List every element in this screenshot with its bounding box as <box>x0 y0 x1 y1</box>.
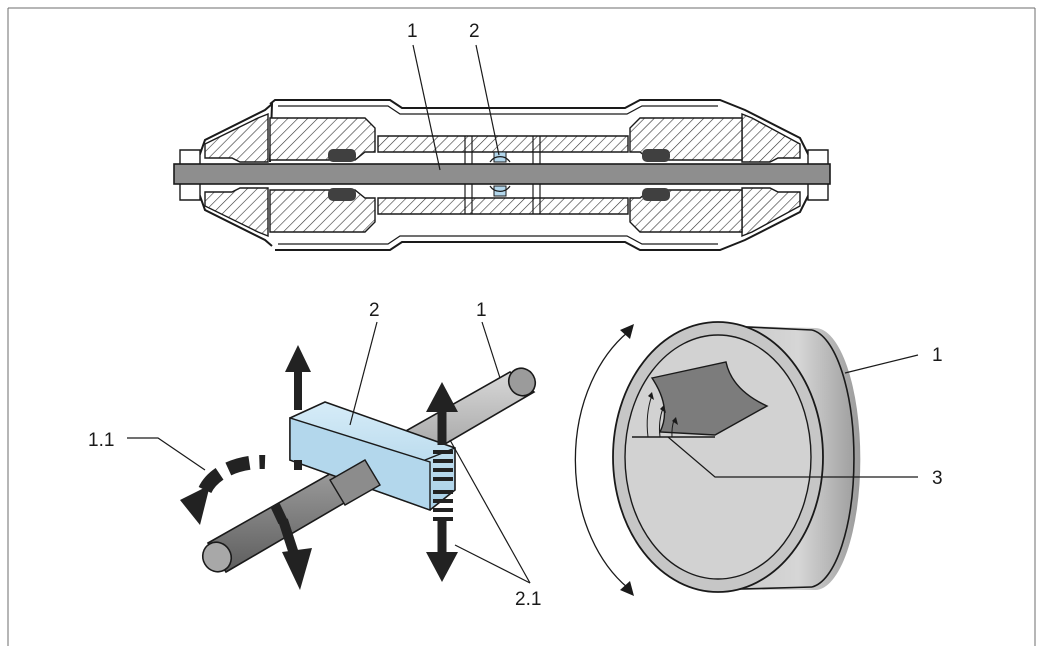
torsion-arrow <box>426 382 458 582</box>
callout-left-1: 1 <box>476 300 501 379</box>
vertical-move-arrow-left <box>285 345 311 470</box>
label-left-2-1: 2.1 <box>515 589 541 610</box>
label-left-1: 1 <box>476 300 487 321</box>
sensor-cross-section <box>173 99 831 251</box>
diagram-frame <box>7 7 1036 646</box>
callout-left-2-1: 2.1 <box>449 439 541 610</box>
callout-right-1: 1 <box>844 345 943 374</box>
label-top-2: 2 <box>469 21 480 42</box>
label-left-2: 2 <box>369 300 380 321</box>
callout-top-2: 2 <box>469 21 500 156</box>
callout-left-2: 2 <box>349 300 380 426</box>
label-top-1: 1 <box>407 21 418 42</box>
tube-cross-section <box>574 321 861 596</box>
callout-left-1-1: 1.1 <box>88 430 206 471</box>
callout-top-1: 1 <box>407 21 441 171</box>
label-right-1: 1 <box>932 345 943 366</box>
label-right-3: 3 <box>932 468 943 489</box>
label-left-1-1: 1.1 <box>88 430 114 451</box>
rod-magnet-illustration <box>180 345 537 590</box>
rotation-arrow <box>180 454 312 590</box>
callout-right-3: 3 <box>667 436 943 489</box>
